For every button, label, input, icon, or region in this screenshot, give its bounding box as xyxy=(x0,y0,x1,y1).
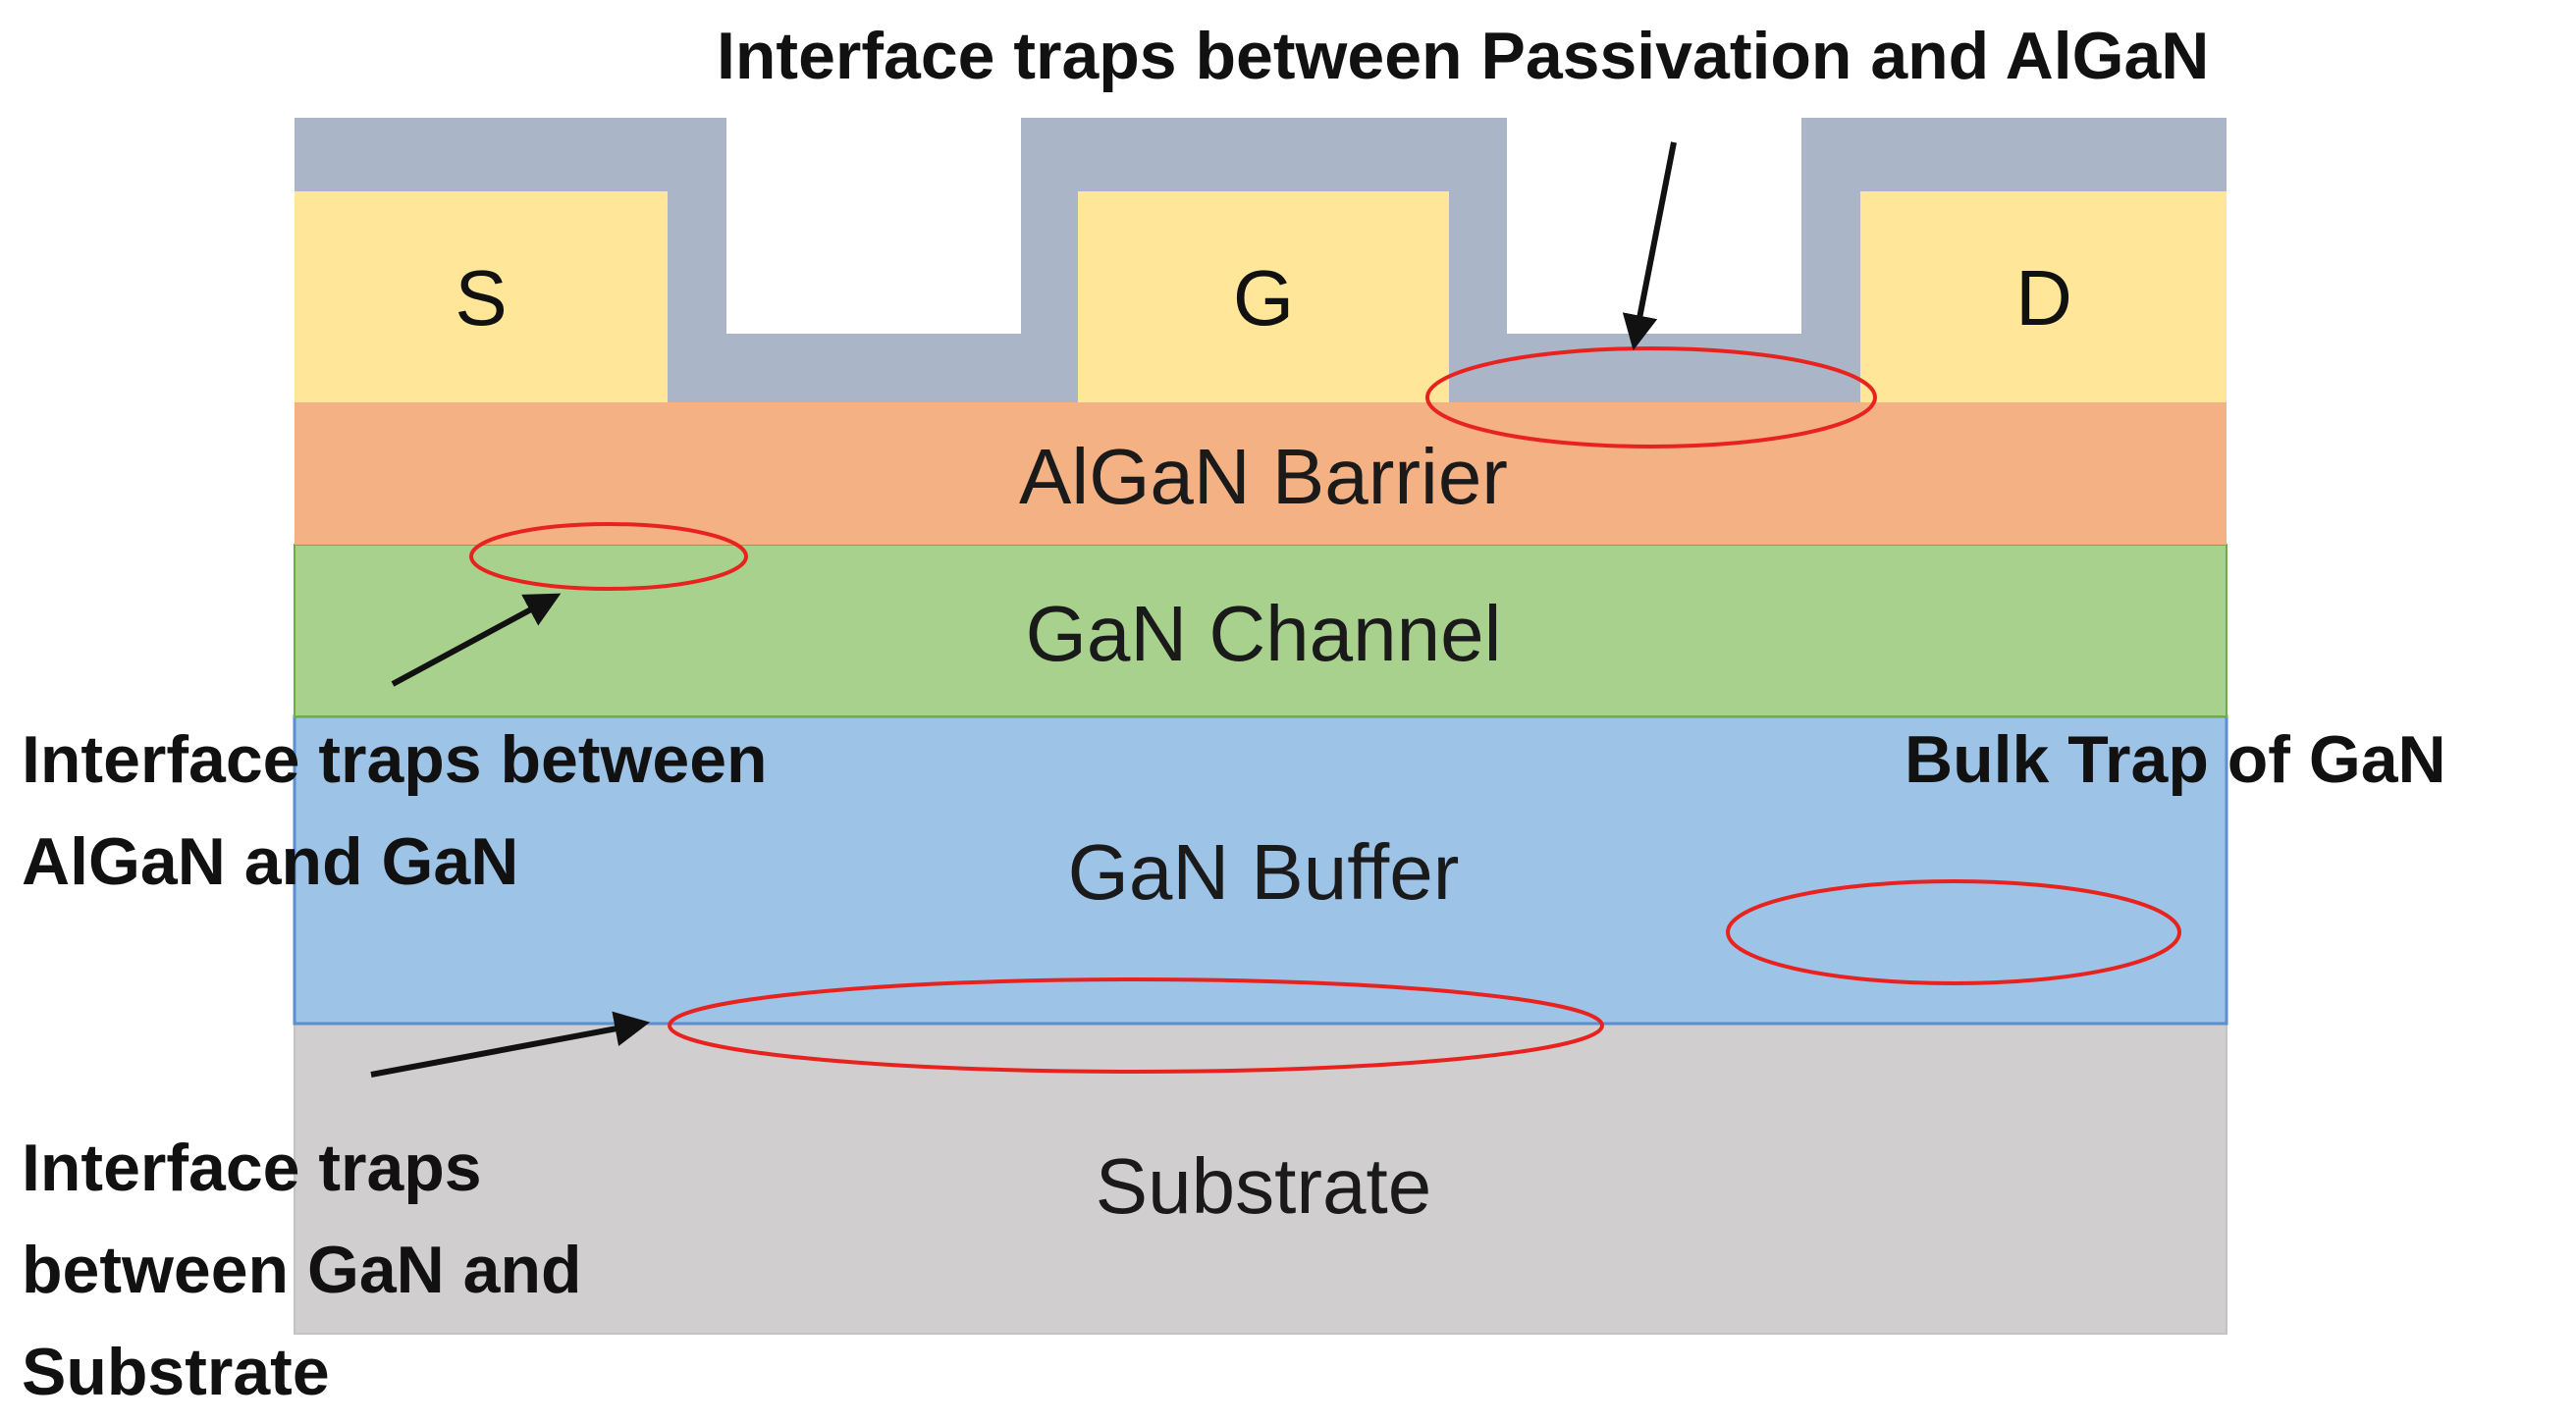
drain-electrode xyxy=(1860,191,2227,402)
annotation-algan-gan-line2: AlGaN and GaN xyxy=(22,824,519,899)
source-label: S xyxy=(455,254,508,342)
gap-opening-gate-drain xyxy=(1507,118,1801,334)
gap-opening-source-gate xyxy=(726,118,1021,334)
trap-ellipse-bulk-gan xyxy=(1726,879,2181,985)
trap-ellipse-algan-gan xyxy=(469,522,748,591)
annotation-algan-gan-line1: Interface traps between xyxy=(22,722,768,797)
algan-barrier-label: AlGaN Barrier xyxy=(1019,433,1508,520)
source-electrode xyxy=(295,191,668,402)
trap-ellipse-gan-substrate xyxy=(668,977,1604,1074)
gan-buffer-label: GaN Buffer xyxy=(1067,828,1460,916)
substrate-layer xyxy=(294,1023,2227,1335)
annotation-passivation-algan: Interface traps between Passivation and … xyxy=(717,19,2210,93)
arrow-gan-substrate xyxy=(370,1011,651,1078)
arrow-passivation-algan xyxy=(1622,141,1677,351)
annotation-bulk-trap: Bulk Trap of GaN xyxy=(1905,722,2446,797)
arrow-algan-gan xyxy=(391,593,562,687)
substrate-label: Substrate xyxy=(1095,1142,1432,1230)
drain-label: D xyxy=(2015,254,2072,342)
annotation-algan-gan: Interface traps between AlGaN and GaN xyxy=(22,709,768,913)
annotation-gan-substrate-line1: Interface traps xyxy=(22,1131,482,1205)
gate-label: G xyxy=(1232,254,1295,342)
gan-buffer-layer xyxy=(293,714,2228,1026)
annotation-gan-substrate: Interface traps between GaN and Substrat… xyxy=(22,1117,582,1423)
annotation-gan-substrate-line3: Substrate xyxy=(22,1335,330,1409)
algan-barrier-layer xyxy=(295,402,2227,545)
gate-electrode xyxy=(1078,191,1449,402)
annotation-gan-substrate-line2: between GaN and xyxy=(22,1233,582,1307)
gan-channel-label: GaN Channel xyxy=(1025,590,1502,677)
